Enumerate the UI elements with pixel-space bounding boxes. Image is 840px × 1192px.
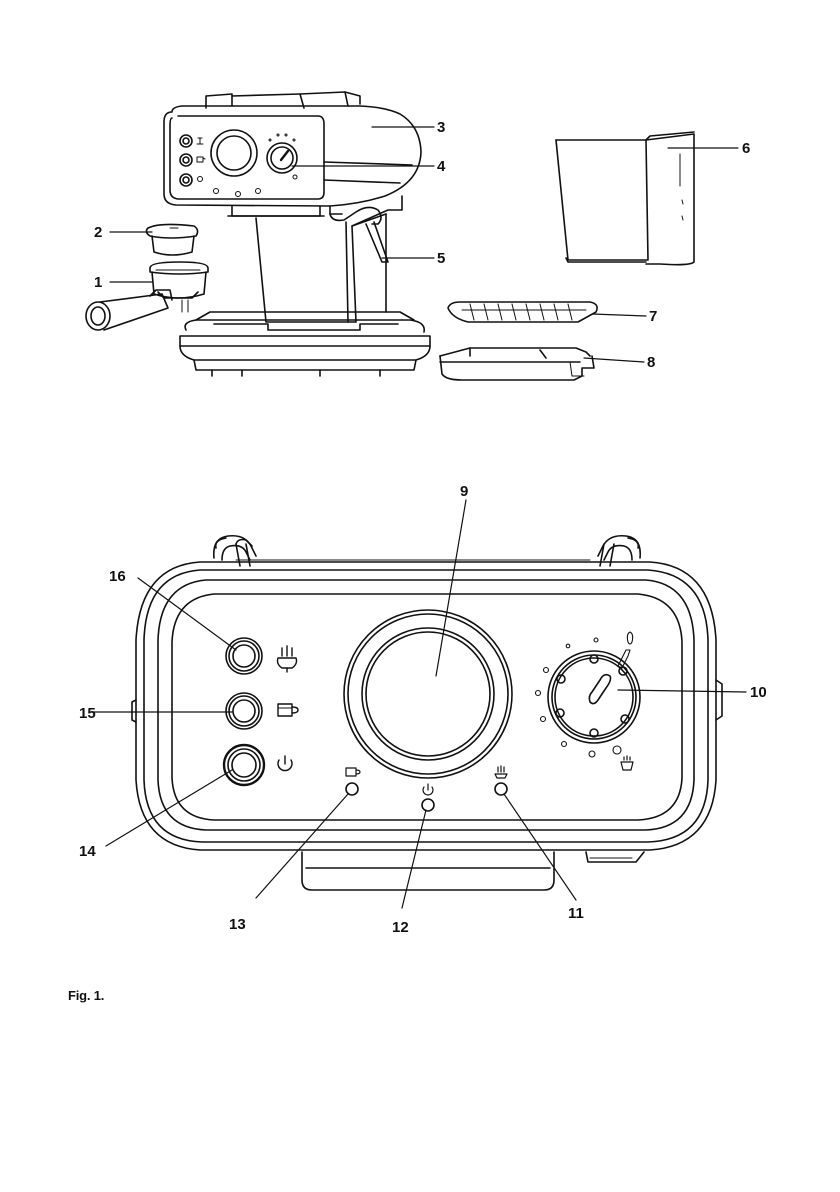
side-buttons — [180, 135, 205, 186]
coffee-button[interactable] — [226, 693, 262, 729]
callout-1: 1 — [94, 274, 102, 291]
callout-14: 14 — [79, 843, 96, 860]
water-tank — [556, 132, 694, 265]
pressure-gauge-small — [211, 130, 257, 176]
rotary-selector-knob[interactable] — [548, 651, 640, 743]
callout-8: 8 — [647, 354, 655, 371]
portafilter — [86, 262, 208, 330]
coffee-cup-icon — [278, 704, 298, 716]
power-button[interactable] — [224, 745, 264, 785]
steam-button[interactable] — [226, 638, 262, 674]
hot-water-icon — [621, 756, 633, 770]
callout-12: 12 — [392, 919, 409, 936]
callout-3: 3 — [437, 119, 445, 136]
callout-4: 4 — [437, 158, 446, 175]
callout-11: 11 — [568, 905, 584, 922]
tray-front — [302, 852, 644, 890]
callout-7: 7 — [649, 308, 657, 325]
callout-10: 10 — [750, 684, 767, 701]
callout-15: 15 — [79, 705, 96, 722]
power-indicator-light — [422, 784, 434, 811]
callout-13: 13 — [229, 916, 246, 933]
callout-9: 9 — [460, 483, 468, 500]
steam-indicator-light — [495, 766, 507, 795]
filter-basket — [146, 224, 197, 255]
panel-outer-shell — [136, 562, 716, 850]
drip-grid — [448, 302, 597, 322]
rotary-knob-small — [267, 134, 297, 179]
callout-6: 6 — [742, 140, 750, 157]
coffee-indicator-light — [346, 768, 360, 795]
callout-5: 5 — [437, 250, 445, 267]
steam-icon — [278, 646, 297, 672]
control-panel-detail — [92, 500, 746, 908]
callout-16: 16 — [109, 568, 126, 585]
figure-caption: Fig. 1. — [68, 988, 104, 1003]
machine-overview — [86, 92, 738, 380]
pressure-gauge — [344, 610, 512, 778]
drip-tray — [440, 348, 594, 380]
power-icon — [278, 756, 292, 771]
callout-2: 2 — [94, 224, 102, 241]
